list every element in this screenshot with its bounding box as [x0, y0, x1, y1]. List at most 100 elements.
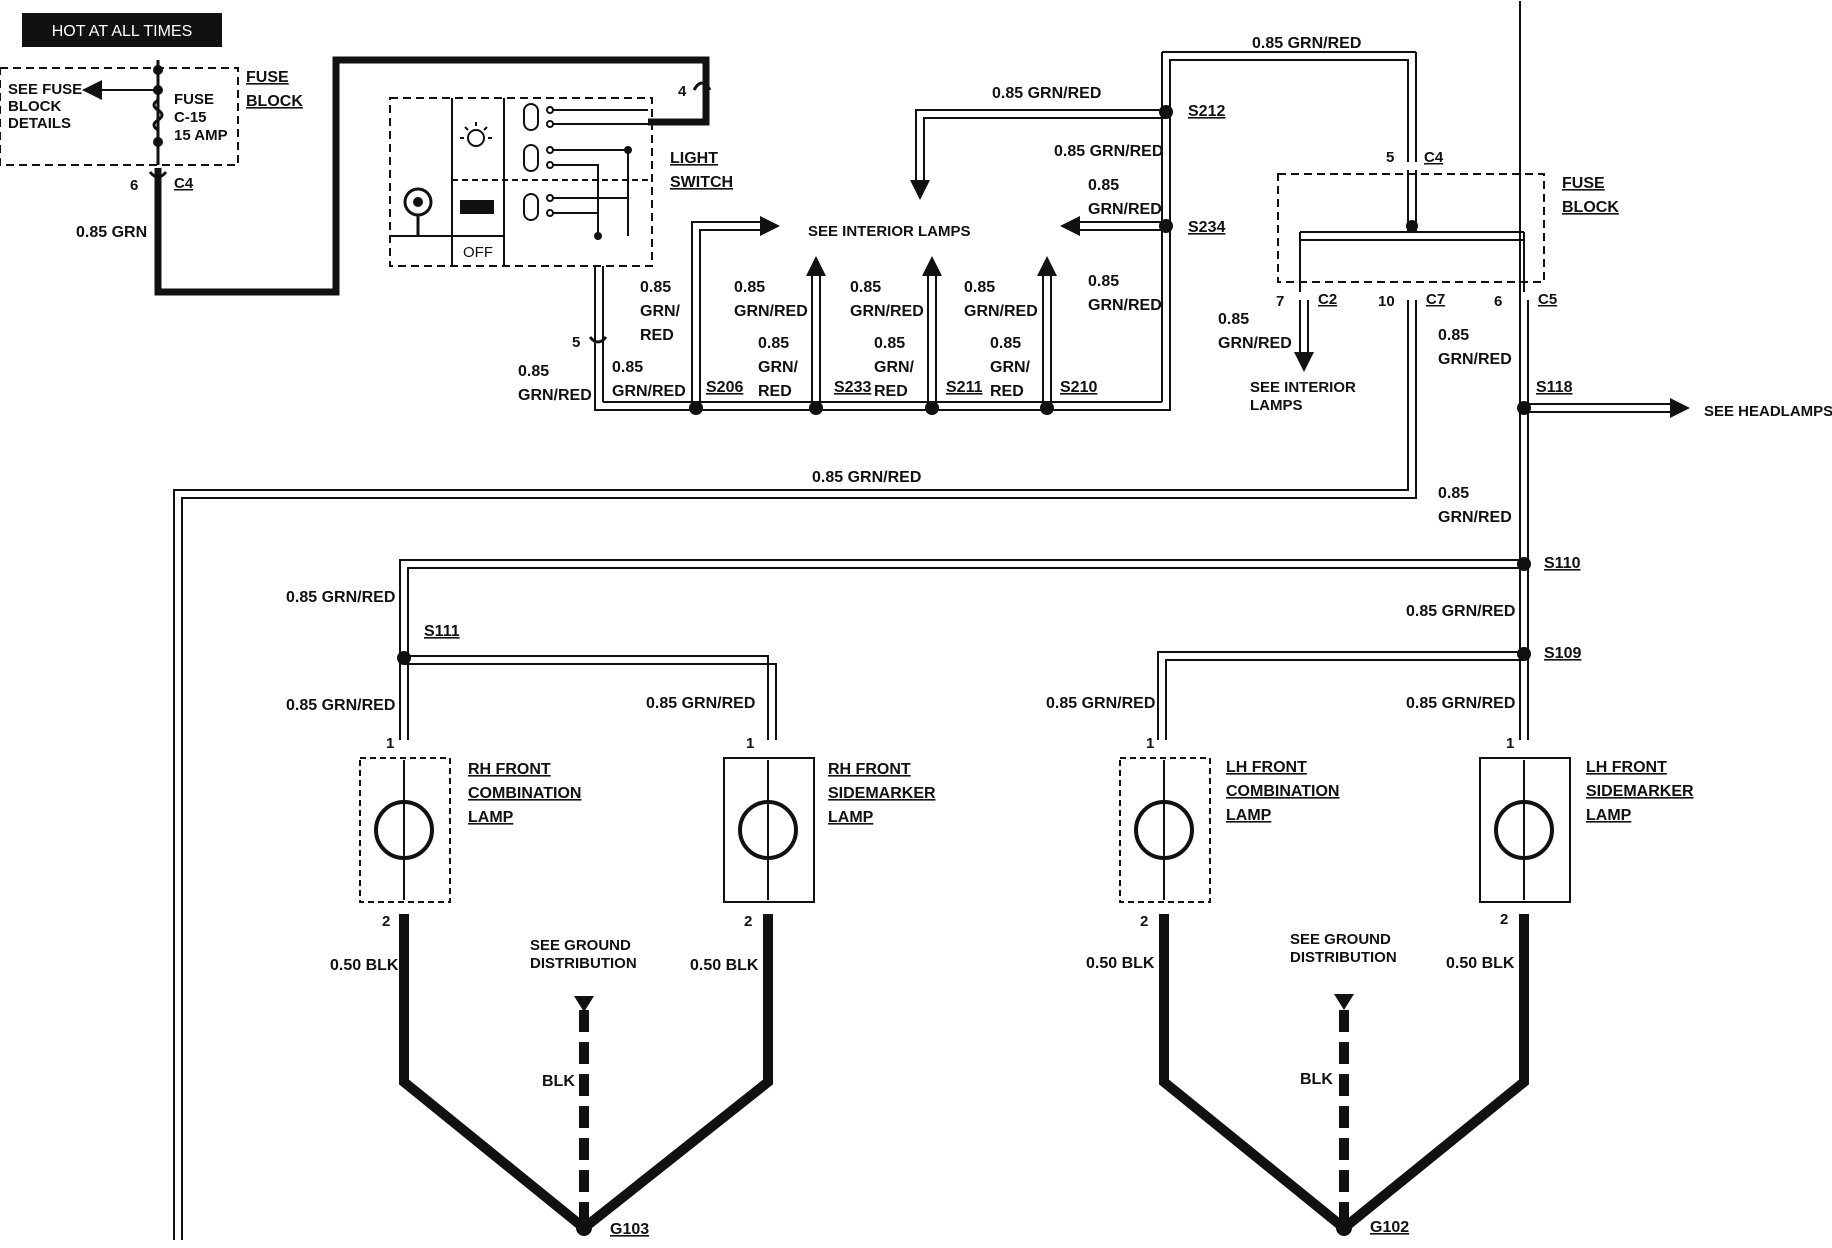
- svg-text:RH FRONT: RH FRONT: [828, 761, 911, 778]
- svg-text:0.85: 0.85: [850, 279, 881, 296]
- svg-text:1: 1: [746, 735, 754, 752]
- hot-header: [22, 13, 222, 47]
- svg-text:5: 5: [1386, 149, 1394, 166]
- svg-text:0.85: 0.85: [964, 279, 995, 296]
- svg-text:0.85: 0.85: [518, 363, 549, 380]
- wire-s212-down: 0.85 GRN/RED: [1054, 143, 1163, 160]
- light-switch-label-2: SWITCH: [670, 174, 733, 191]
- svg-text:0.85: 0.85: [1088, 177, 1119, 194]
- splice-s233: S233: [834, 379, 871, 396]
- svg-text:0.85: 0.85: [640, 279, 671, 296]
- svg-text:0.85: 0.85: [758, 335, 789, 352]
- ground-dashed: [579, 1010, 1349, 1220]
- svg-text:SEE GROUND: SEE GROUND: [530, 937, 631, 954]
- svg-text:GRN/RED: GRN/RED: [1088, 297, 1162, 314]
- svg-text:10: 10: [1378, 293, 1395, 310]
- bus-wire-labels: 0.85 GRN/RED 0.85 GRN/RED 0.85 GRN/RED 0…: [518, 177, 1162, 404]
- svg-text:2: 2: [1140, 913, 1148, 930]
- splice-s118: S118: [1536, 379, 1573, 396]
- svg-text:0.85: 0.85: [734, 279, 765, 296]
- lamp-rh-combination: RH FRONT COMBINATION LAMP 1 2: [359, 735, 581, 930]
- wire-lh-comb: 0.85 GRN/RED: [1046, 695, 1155, 712]
- wire-lh-side: 0.85 GRN/RED: [1406, 695, 1515, 712]
- svg-text:1: 1: [1506, 735, 1514, 752]
- wire-rh-side: 0.85 GRN/RED: [646, 695, 755, 712]
- svg-text:2: 2: [1500, 911, 1508, 928]
- svg-text:GRN/RED: GRN/RED: [734, 303, 808, 320]
- svg-text:C5: C5: [1538, 291, 1557, 308]
- sun-lamp-icon: [467, 129, 485, 147]
- svg-text:GRN/: GRN/: [640, 303, 681, 320]
- svg-text:GRN/RED: GRN/RED: [612, 383, 686, 400]
- svg-text:LAMP: LAMP: [1226, 807, 1272, 824]
- svg-text:DISTRIBUTION: DISTRIBUTION: [530, 955, 637, 972]
- svg-text:GRN/: GRN/: [874, 359, 915, 376]
- grnred-wires: [173, 1, 1670, 1240]
- splice-s111: S111: [424, 623, 460, 640]
- svg-text:BLK: BLK: [1300, 1071, 1333, 1088]
- lamp-lh-sidemarker: LH FRONT SIDEMARKER LAMP 1 2: [1479, 735, 1694, 928]
- svg-text:0.50 BLK: 0.50 BLK: [1086, 955, 1155, 972]
- ground-g102-label: G102: [1370, 1219, 1409, 1236]
- see-fuse-details-3: DETAILS: [8, 115, 71, 132]
- arrows: [760, 180, 1690, 418]
- svg-text:RED: RED: [874, 383, 908, 400]
- svg-text:SEE GROUND: SEE GROUND: [1290, 931, 1391, 948]
- svg-text:GRN/RED: GRN/RED: [1218, 335, 1292, 352]
- fuse-block-label-2: BLOCK: [246, 93, 303, 110]
- splice-s212: S212: [1188, 103, 1225, 120]
- svg-text:0.85: 0.85: [1088, 273, 1119, 290]
- svg-text:GRN/: GRN/: [758, 359, 799, 376]
- see-interior-lamps: SEE INTERIOR LAMPS: [808, 223, 971, 240]
- svg-text:SEE INTERIOR: SEE INTERIOR: [1250, 379, 1356, 396]
- splice-s109: S109: [1544, 645, 1581, 662]
- splice-s210: S210: [1060, 379, 1097, 396]
- wire-s110-s109: 0.85 GRN/RED: [1406, 603, 1515, 620]
- svg-text:0.85: 0.85: [874, 335, 905, 352]
- fuse-block-label-1: FUSE: [246, 69, 289, 86]
- svg-text:GRN/: GRN/: [990, 359, 1031, 376]
- lamp-lh-combination: LH FRONT COMBINATION LAMP 1 2: [1119, 735, 1339, 930]
- c4-pin-left: 6: [130, 177, 138, 194]
- hot-label: HOT AT ALL TIMES: [52, 23, 193, 40]
- svg-text:0.50 BLK: 0.50 BLK: [1446, 955, 1515, 972]
- c4-connector-left: C4: [174, 175, 194, 192]
- svg-text:0.85: 0.85: [1218, 311, 1249, 328]
- light-switch: OFF LIGHT SWITCH 4 5: [389, 81, 733, 351]
- svg-text:2: 2: [382, 913, 390, 930]
- light-switch-pin-bottom: 5: [572, 334, 580, 351]
- wire-rh-comb: 0.85 GRN/RED: [286, 697, 395, 714]
- svg-text:1: 1: [386, 735, 394, 752]
- svg-text:0.50 BLK: 0.50 BLK: [330, 957, 399, 974]
- svg-text:0.85 GRN/RED: 0.85 GRN/RED: [1252, 35, 1361, 52]
- svg-text:RED: RED: [640, 327, 674, 344]
- svg-text:0.85: 0.85: [612, 359, 643, 376]
- svg-text:FUSE: FUSE: [1562, 175, 1605, 192]
- svg-text:GRN/RED: GRN/RED: [1088, 201, 1162, 218]
- svg-text:2: 2: [744, 913, 752, 930]
- svg-text:GRN/RED: GRN/RED: [850, 303, 924, 320]
- splice-s211: S211: [946, 379, 983, 396]
- wire-s118-s110-1: 0.85: [1438, 485, 1469, 502]
- ground-g103-label: G103: [610, 1221, 649, 1238]
- svg-text:RH FRONT: RH FRONT: [468, 761, 551, 778]
- svg-text:LH FRONT: LH FRONT: [1226, 759, 1307, 776]
- wire-grn-heavy: [154, 56, 710, 296]
- see-fuse-details-1: SEE FUSE: [8, 81, 82, 98]
- svg-text:LAMP: LAMP: [468, 809, 514, 826]
- wire-top-center: 0.85 GRN/RED: [992, 85, 1101, 102]
- svg-text:COMBINATION: COMBINATION: [468, 785, 581, 802]
- see-headlamps: SEE HEADLAMPS: [1704, 403, 1832, 420]
- svg-text:DISTRIBUTION: DISTRIBUTION: [1290, 949, 1397, 966]
- svg-text:7: 7: [1276, 293, 1284, 310]
- svg-text:6: 6: [1494, 293, 1502, 310]
- svg-text:SIDEMARKER: SIDEMARKER: [1586, 783, 1694, 800]
- switch-off-label: OFF: [463, 244, 493, 261]
- svg-text:LAMPS: LAMPS: [1250, 397, 1303, 414]
- wire-grn-label: 0.85 GRN: [76, 224, 147, 241]
- svg-text:0.85: 0.85: [1438, 327, 1469, 344]
- svg-text:GRN/RED: GRN/RED: [964, 303, 1038, 320]
- svg-text:GRN/RED: GRN/RED: [518, 387, 592, 404]
- svg-text:RED: RED: [990, 383, 1024, 400]
